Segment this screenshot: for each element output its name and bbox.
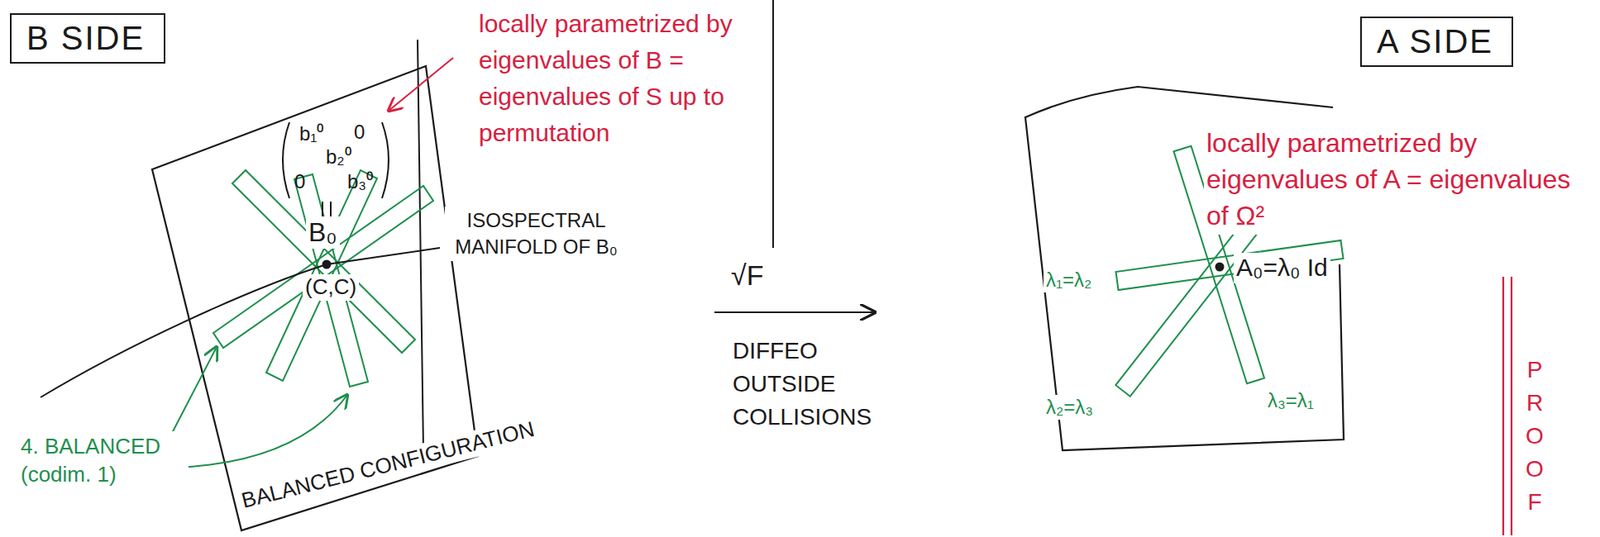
side-title: B SIDE	[26, 19, 145, 57]
band-label: λ₁=λ₂	[1043, 267, 1094, 293]
title-box: A SIDE	[1360, 16, 1514, 67]
map-note: DIFFEO OUTSIDE COLLISIONS	[732, 334, 915, 435]
proof-bar	[1503, 277, 1512, 536]
equals-sign	[322, 201, 331, 217]
matrix-entry: b₂⁰	[325, 145, 352, 169]
title-box: B SIDE	[9, 13, 166, 64]
sheet-edge	[417, 39, 424, 451]
side-title: A SIDE	[1376, 23, 1494, 60]
point-dot	[322, 260, 332, 270]
leader-arrow	[175, 395, 348, 469]
band-label: λ₂=λ₃	[1043, 395, 1096, 421]
annotation-note: locally parametrized by eigenvalues of A…	[1203, 124, 1577, 235]
band-label: λ₃=λ₁	[1265, 388, 1317, 414]
map-arrow	[714, 311, 875, 314]
proof-mark: PROOF	[1523, 353, 1547, 520]
point-dot	[1215, 262, 1225, 273]
point-label: A₀=λ₀ Id	[1233, 253, 1331, 284]
point-label: (C,C)	[302, 274, 359, 301]
leader-arrow	[169, 347, 217, 439]
divider-line	[772, 0, 774, 249]
band-note: 4. BALANCED (codim. 1)	[18, 431, 189, 490]
annotation-note: locally parametrized by eigenvalues of B…	[476, 4, 771, 153]
matrix-bracket	[382, 122, 389, 199]
manifold-label: ISOSPECTRAL MANIFOLD OF B₀	[444, 206, 628, 262]
matrix-entry: b₁⁰	[299, 122, 324, 146]
matrix-bracket	[282, 122, 290, 199]
balanced-bands	[213, 170, 434, 387]
point-label: B₀	[305, 216, 340, 249]
region-label: BALANCED CONFIGURATION	[236, 415, 540, 516]
matrix-entry: 0	[353, 120, 365, 144]
leader-arrow	[388, 57, 454, 111]
matrix-entry: b₃⁰	[347, 170, 373, 194]
map-label: √F	[730, 259, 764, 292]
isospectral-curve	[40, 248, 440, 398]
matrix-entry: 0	[294, 170, 306, 194]
